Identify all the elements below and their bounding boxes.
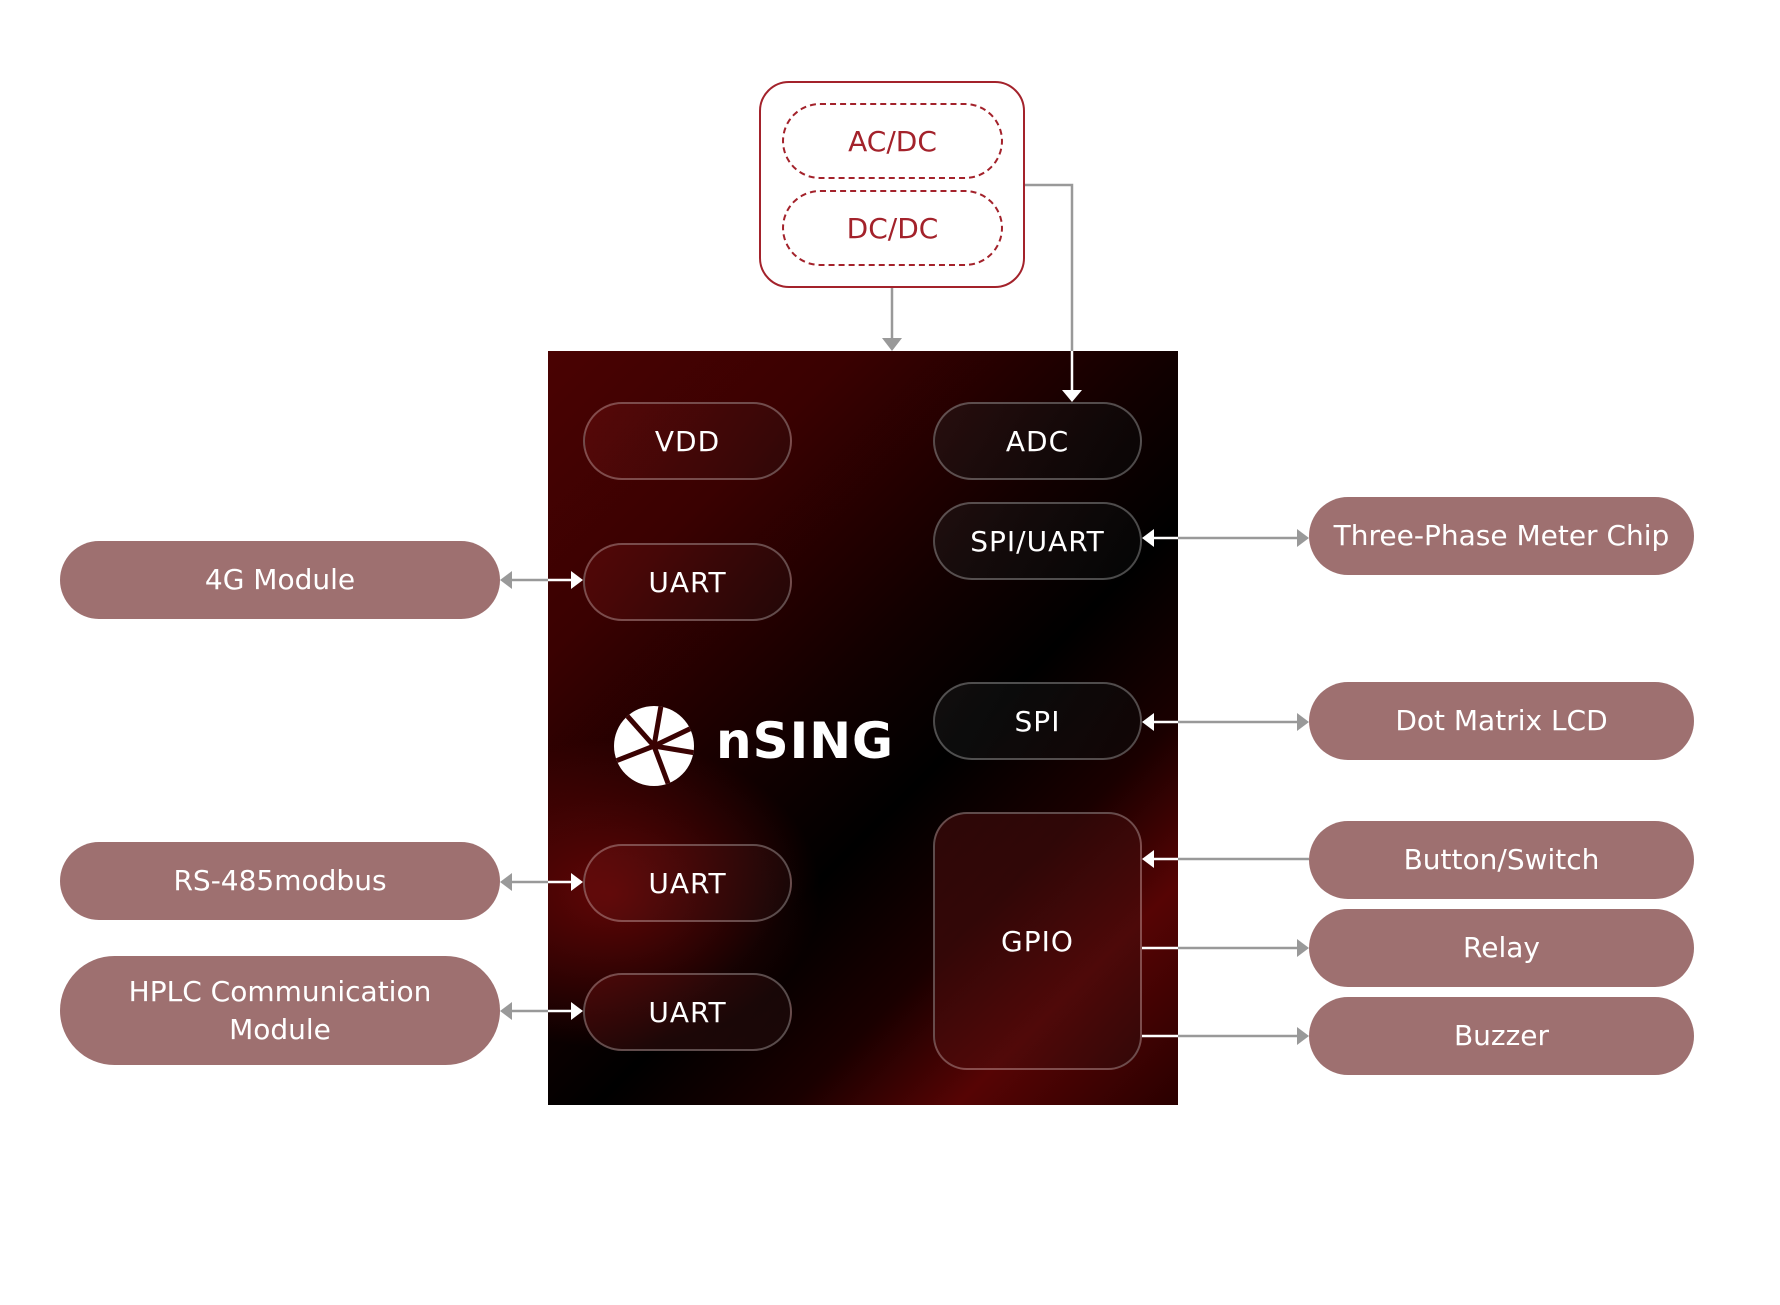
peripheral-label: Button/Switch xyxy=(1403,843,1600,876)
peripheral-label: Three-Phase Meter Chip xyxy=(1333,519,1670,552)
pin-label: GPIO xyxy=(1001,924,1074,958)
arrowhead-right-icon xyxy=(571,1002,583,1020)
peripheral-4g-module: 4G Module xyxy=(60,541,500,619)
arrowhead-left-icon xyxy=(1142,713,1154,731)
brand-logo-text: nSING xyxy=(716,712,895,770)
arrowhead-left-icon xyxy=(500,1002,512,1020)
pin-uart-3: UART xyxy=(583,973,792,1051)
dc-dc-label: DC/DC xyxy=(846,211,939,245)
arrowhead-right-icon xyxy=(571,571,583,589)
pin-label: SPI/UART xyxy=(970,524,1105,558)
pin-spi-uart: SPI/UART xyxy=(933,502,1142,580)
pin-label: VDD xyxy=(654,424,721,458)
peripheral-hplc-module: HPLC Communication Module xyxy=(60,956,500,1065)
pin-label: SPI xyxy=(1014,704,1061,738)
arrowhead-left-icon xyxy=(1142,529,1154,547)
peripheral-label: 4G Module xyxy=(204,563,356,596)
peripheral-dot-matrix-lcd: Dot Matrix LCD xyxy=(1309,682,1694,760)
peripheral-label: Buzzer xyxy=(1453,1019,1550,1052)
pin-adc: ADC xyxy=(933,402,1142,480)
arrowhead-left-icon xyxy=(1142,850,1154,868)
peripheral-buzzer: Buzzer xyxy=(1309,997,1694,1075)
peripheral-label: HPLC Communication Module xyxy=(128,974,432,1046)
arrowhead-down-icon xyxy=(1062,390,1082,402)
arrowhead-right-icon xyxy=(1297,713,1309,731)
arrowhead-left-icon xyxy=(500,571,512,589)
pin-uart-1: UART xyxy=(583,543,792,621)
peripheral-label: RS-485modbus xyxy=(173,864,387,897)
pin-label: ADC xyxy=(1005,424,1070,458)
ac-dc-block: AC/DC xyxy=(782,103,1003,179)
ac-dc-label: AC/DC xyxy=(848,124,937,158)
pin-label: UART xyxy=(648,995,727,1029)
arrowhead-right-icon xyxy=(571,873,583,891)
peripheral-rs485-modbus: RS-485modbus xyxy=(60,842,500,920)
arrowhead-down-icon xyxy=(882,338,902,351)
pin-label: UART xyxy=(648,866,727,900)
peripheral-button-switch: Button/Switch xyxy=(1309,821,1694,899)
arrowhead-right-icon xyxy=(1297,529,1309,547)
peripheral-three-phase-meter-chip: Three-Phase Meter Chip xyxy=(1309,497,1694,575)
pin-vdd: VDD xyxy=(583,402,792,480)
arrowhead-right-icon xyxy=(1297,1027,1309,1045)
peripheral-label: Relay xyxy=(1463,931,1540,964)
pin-uart-2: UART xyxy=(583,844,792,922)
peripheral-label: Dot Matrix LCD xyxy=(1395,704,1608,737)
peripheral-relay: Relay xyxy=(1309,909,1694,987)
dc-dc-block: DC/DC xyxy=(782,190,1003,266)
arrowhead-right-icon xyxy=(1297,939,1309,957)
pin-spi: SPI xyxy=(933,682,1142,760)
pin-gpio: GPIO xyxy=(933,812,1142,1070)
nsing-logo-icon xyxy=(614,706,694,786)
arrowhead-left-icon xyxy=(500,873,512,891)
connector-power-to-adc xyxy=(1025,183,1074,351)
pin-label: UART xyxy=(648,565,727,599)
